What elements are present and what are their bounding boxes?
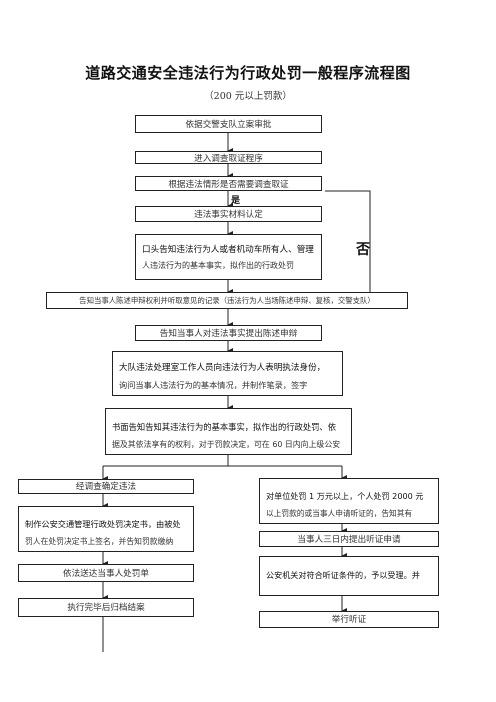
node-hearing-acceptance-line1: 公安机关对符合听证条件的，予以受理。并 [266, 570, 420, 580]
node-oral-notice-line2: 人违法行为的基本事实，拟作出的行政处罚 [142, 261, 294, 270]
node-fact-determination: 违法事实材料认定 [135, 206, 322, 222]
node-archive: 执行完毕后归档结案 [18, 598, 194, 617]
page-title: 道路交通安全违法行为行政处罚一般程序流程图 [85, 64, 411, 82]
node-violation-confirmed: 经调查确定违法 [18, 479, 194, 494]
node-deliver-notice: 依法送达当事人处罚单 [18, 564, 194, 582]
node-written-notice-line1: 书面告知告知其违法行为的基本事实，拟作出的行政处罚、依 [112, 422, 337, 432]
node-identity-inquiry-line2: 询问当事人违法行为的基本情况，并制作笔录，签字 [119, 380, 308, 390]
node-statement-record: 告知当事人陈述申辩权利并听取意见的记录（违法行为人当场陈述申辩、复核，交警支队） [46, 292, 408, 309]
node-written-notice: 书面告知告知其违法行为的基本事实，拟作出的行政处罚、依 据及其依法享有的权利，对… [105, 408, 352, 455]
node-decision-evidence: 根据违法情形是否需要调查取证 [135, 176, 322, 191]
node-hearing-application: 当事人三日内提出听证申请 [259, 531, 439, 547]
node-hearing-notice: 对单位处罚 1 万元以上，个人处罚 2000 元 以上罚款的或当事人申请听证的，… [259, 478, 439, 524]
node-identity-inquiry-line1: 大队违法处理室工作人员向违法行为人表明执法身份， [119, 363, 326, 373]
node-penalty-decision: 制作公安交通管理行政处罚决定书，由被处 罚人在处罚决定书上签名，并告知罚款缴纳 [18, 506, 194, 552]
node-penalty-decision-line2: 罚人在处罚决定书上签名，并告知罚款缴纳 [25, 537, 174, 546]
node-identity-inquiry: 大队违法处理室工作人员向违法行为人表明执法身份， 询问当事人违法行为的基本情况，… [112, 351, 343, 396]
node-hearing-acceptance: 公安机关对符合听证条件的，予以受理。并 [259, 556, 439, 596]
no-label: 否 [356, 242, 370, 258]
node-written-notice-line2: 据及其依法享有的权利，对于罚款决定，可在 60 日内向上级公安 [112, 440, 341, 449]
node-oral-notice-line1: 口头告知违法行为人或者机动车所有人、管理 [142, 245, 314, 255]
node-defense-notice: 告知当事人对违法事实提出陈述申辩 [135, 325, 322, 341]
node-hearing-notice-line2: 以上罚款的或当事人申请听证的，告知其有 [266, 509, 413, 518]
node-case-filing: 依据交警支队立案审批 [135, 115, 322, 133]
node-oral-notice: 口头告知违法行为人或者机动车所有人、管理 人违法行为的基本事实，拟作出的行政处罚 [135, 234, 322, 280]
node-hold-hearing: 举行听证 [259, 611, 439, 628]
page-subtitle: （200 元以上罚款） [204, 91, 292, 102]
yes-label: 是 [231, 196, 241, 206]
node-penalty-decision-line1: 制作公安交通管理行政处罚决定书，由被处 [25, 519, 181, 529]
node-investigation: 进入调查取证程序 [135, 151, 322, 164]
node-hearing-notice-line1: 对单位处罚 1 万元以上，个人处罚 2000 元 [266, 491, 424, 501]
